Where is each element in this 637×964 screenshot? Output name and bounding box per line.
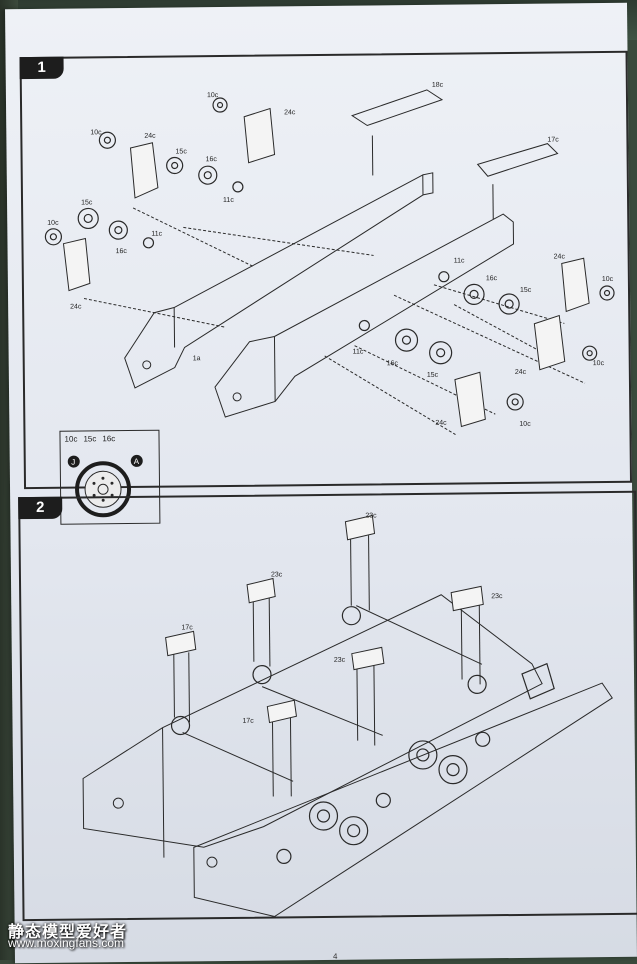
svg-text:24c: 24c: [435, 420, 447, 427]
svg-text:10c: 10c: [90, 129, 102, 136]
svg-text:10c: 10c: [602, 276, 614, 283]
instruction-page: 1: [5, 2, 637, 964]
svg-text:10c: 10c: [593, 360, 605, 367]
step-1-panel: 1: [19, 50, 633, 525]
watermark-title: 静态模型爱好者: [8, 924, 128, 941]
svg-text:10c: 10c: [47, 220, 59, 227]
svg-text:24c: 24c: [515, 369, 527, 376]
svg-text:17c: 17c: [181, 624, 193, 631]
svg-text:J: J: [71, 458, 75, 467]
svg-text:A: A: [134, 457, 140, 466]
step-2-diagram: 23c 23c 17c 23c 23c 17c: [82, 512, 613, 918]
svg-text:16c: 16c: [116, 248, 128, 255]
svg-text:24c: 24c: [70, 303, 82, 310]
svg-text:24c: 24c: [144, 133, 156, 140]
svg-text:16c: 16c: [486, 275, 498, 282]
svg-text:17c: 17c: [242, 718, 254, 725]
part-18c-plate: [351, 89, 444, 127]
step-2-panel: 2: [18, 490, 637, 922]
svg-text:15c: 15c: [175, 148, 187, 155]
svg-text:23c: 23c: [334, 657, 346, 664]
svg-text:11c: 11c: [151, 231, 162, 238]
svg-text:11c: 11c: [353, 349, 364, 356]
svg-text:18c: 18c: [432, 82, 444, 89]
chassis-rail-upper: [124, 174, 424, 389]
svg-text:15c: 15c: [520, 287, 532, 294]
svg-text:23c: 23c: [491, 593, 503, 600]
svg-text:16c: 16c: [206, 156, 218, 163]
chassis-side-rail: [193, 682, 613, 918]
step-1-diagram: 18c 17c 10c 24c 10c 24c 15c 16c 11c 10c …: [44, 82, 615, 436]
svg-text:15c: 15c: [427, 372, 439, 379]
svg-text:10c: 10c: [519, 421, 531, 428]
svg-text:11c: 11c: [223, 197, 234, 204]
svg-text:23c: 23c: [365, 512, 377, 519]
svg-text:1a: 1a: [193, 355, 201, 362]
svg-text:24c: 24c: [554, 253, 566, 260]
chassis-assembled: [82, 594, 543, 848]
svg-text:23c: 23c: [271, 571, 283, 578]
svg-text:10c: 10c: [207, 92, 219, 99]
svg-text:17c: 17c: [547, 136, 559, 143]
part-17c-plate: [476, 143, 559, 177]
svg-text:24c: 24c: [284, 109, 296, 116]
watermark-url: www.moxingfans.com: [8, 936, 125, 950]
svg-text:16c: 16c: [387, 360, 399, 367]
svg-text:15c: 15c: [81, 199, 93, 206]
svg-text:11c: 11c: [454, 257, 465, 264]
chassis-rail-lower: [214, 213, 515, 418]
wheel-detail-drawing: J A: [67, 454, 143, 518]
